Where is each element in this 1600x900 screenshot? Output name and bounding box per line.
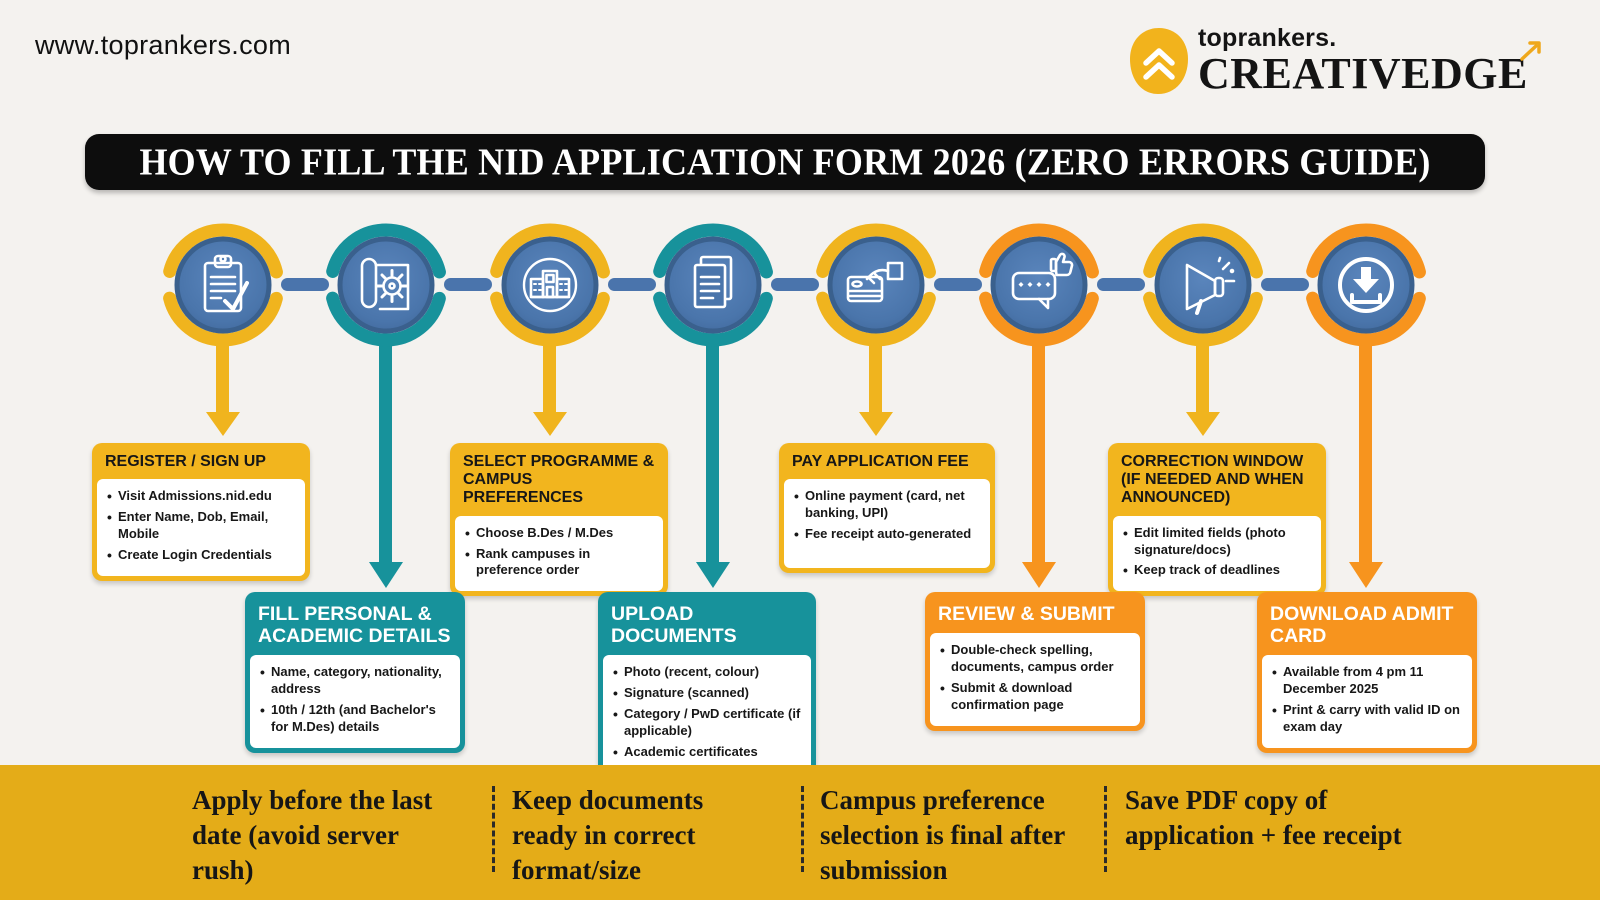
timeline-connector [444,278,492,291]
step-arrow-stem [1359,344,1372,562]
step-arrow-stem [543,344,556,412]
bullet-item: Print & carry with valid ID on exam day [1270,701,1464,736]
bullet-item: Rank campuses in preference order [463,545,655,580]
bullet-item: Edit limited fields (photo signature/doc… [1121,524,1313,559]
northeast-arrow-icon [1519,40,1543,67]
step-arrow-stem [706,344,719,562]
down-arrow-icon [533,412,567,436]
dashed-divider [1104,786,1107,872]
download-icon [1338,257,1394,313]
card-title: REGISTER / SIGN UP [105,453,266,470]
footer-tip: Campus preference selection is final aft… [820,785,1065,886]
bullet-item: 10th / 12th (and Bachelor's for M.Des) d… [258,701,452,736]
down-arrow-icon [1186,412,1220,436]
page-title: HOW TO FILL THE NID APPLICATION FORM 202… [139,140,1431,184]
card-title: UPLOAD DOCUMENTS [611,603,737,648]
timeline-connector [1261,278,1309,291]
bullet-item: Online payment (card, net banking, UPI) [792,487,982,522]
card-title: REVIEW & SUBMIT [938,603,1115,625]
step-card-programme: SELECT PROGRAMME & CAMPUS PREFERENCES Ch… [450,443,668,597]
step-circle-payment [812,221,940,349]
campus-building-icon [522,257,578,313]
step-card-register: REGISTER / SIGN UP Visit Admissions.nid.… [92,443,310,581]
footer-tip: Save PDF copy of application + fee recei… [1125,785,1402,851]
step-circle-programme [486,221,614,349]
footer-tips-bar [0,765,1600,900]
footer-tip: Apply before the last date (avoid server… [192,785,433,886]
bullet-item: Academic certificates [611,743,803,761]
documents-icon [693,255,733,309]
toprankers-blob-chevron-icon [1128,26,1190,101]
down-arrow-icon [206,412,240,436]
bullet-item: Fee receipt auto-generated [792,525,982,543]
payment-hand-icon [846,261,904,303]
review-rating-icon [1011,252,1074,310]
step-circle-personal-details [322,221,450,349]
bullet-item: Double-check spelling, documents, campus… [938,641,1132,676]
timeline-connector [771,278,819,291]
step-arrow-stem [869,344,882,412]
step-arrow-stem [216,344,229,412]
title-banner: HOW TO FILL THE NID APPLICATION FORM 202… [85,134,1485,190]
timeline-connector [608,278,656,291]
step-card-upload: UPLOAD DOCUMENTS Photo (recent, colour) … [598,592,816,778]
card-body: Choose B.Des / M.Des Rank campuses in pr… [455,515,663,592]
brand-product-name: CREATIVEDGE [1198,49,1528,98]
step-circle-admit-card [1302,221,1430,349]
step-card-admit-card: DOWNLOAD ADMIT CARD Available from 4 pm … [1257,592,1477,753]
card-title: FILL PERSONAL & ACADEMIC DETAILS [258,603,451,648]
step-arrow-stem [1196,344,1209,412]
bullet-item: Create Login Credentials [105,546,297,564]
down-arrow-icon [859,412,893,436]
step-circle-register [159,221,287,349]
brand-name: toprankers. [1198,24,1337,52]
bullet-item: Name, category, nationality, address [258,663,452,698]
dashed-divider [492,786,495,872]
bullet-item: Photo (recent, colour) [611,663,803,681]
step-circle-correction [1139,221,1267,349]
bullet-item: Enter Name, Dob, Email, Mobile [105,508,297,543]
card-body: Double-check spelling, documents, campus… [930,633,1140,726]
brand-logo: toprankers. CREATIVEDGE [1128,26,1528,101]
down-arrow-icon [1349,562,1383,588]
bullet-item: Choose B.Des / M.Des [463,524,655,542]
step-arrow-stem [379,344,392,562]
bullet-item: Category / PwD certificate (if applicabl… [611,705,803,740]
megaphone-icon [1185,256,1236,315]
website-url: www.toprankers.com [35,30,291,60]
card-title: DOWNLOAD ADMIT CARD [1270,603,1454,648]
down-arrow-icon [1022,562,1056,588]
card-body: Available from 4 pm 11 December 2025 Pri… [1262,655,1472,748]
bullet-item: Submit & download confirmation page [938,679,1132,714]
timeline-connector [1097,278,1145,291]
step-card-personal-details: FILL PERSONAL & ACADEMIC DETAILS Name, c… [245,592,465,753]
down-arrow-icon [369,562,403,588]
step-arrow-stem [1032,344,1045,562]
timeline-connector [934,278,982,291]
card-title: SELECT PROGRAMME & CAMPUS PREFERENCES [463,453,655,507]
timeline-connector [281,278,329,291]
footer-tip: Keep documents ready in correct format/s… [512,785,704,886]
clipboard-check-icon [203,254,249,313]
bullet-item: Signature (scanned) [611,684,803,702]
blueprint-gear-icon [360,257,410,311]
dashed-divider [801,786,804,872]
step-card-correction: CORRECTION WINDOW (IF NEEDED AND WHEN AN… [1108,443,1326,597]
step-circle-review [975,221,1103,349]
step-circle-upload [649,221,777,349]
card-title: PAY APPLICATION FEE [792,453,969,470]
bullet-item: Visit Admissions.nid.edu [105,487,297,505]
step-card-payment: PAY APPLICATION FEE Online payment (card… [779,443,995,573]
card-title: CORRECTION WINDOW (IF NEEDED AND WHEN AN… [1121,453,1304,507]
card-body: Photo (recent, colour) Signature (scanne… [603,655,811,773]
bullet-item: Available from 4 pm 11 December 2025 [1270,663,1464,698]
bullet-item: Keep track of deadlines [1121,561,1313,579]
card-body: Visit Admissions.nid.edu Enter Name, Dob… [97,479,305,576]
down-arrow-icon [696,562,730,588]
card-body: Name, category, nationality, address 10t… [250,655,460,748]
card-body: Online payment (card, net banking, UPI) … [784,479,990,568]
card-body: Edit limited fields (photo signature/doc… [1113,515,1321,592]
step-card-review: REVIEW & SUBMIT Double-check spelling, d… [925,592,1145,731]
